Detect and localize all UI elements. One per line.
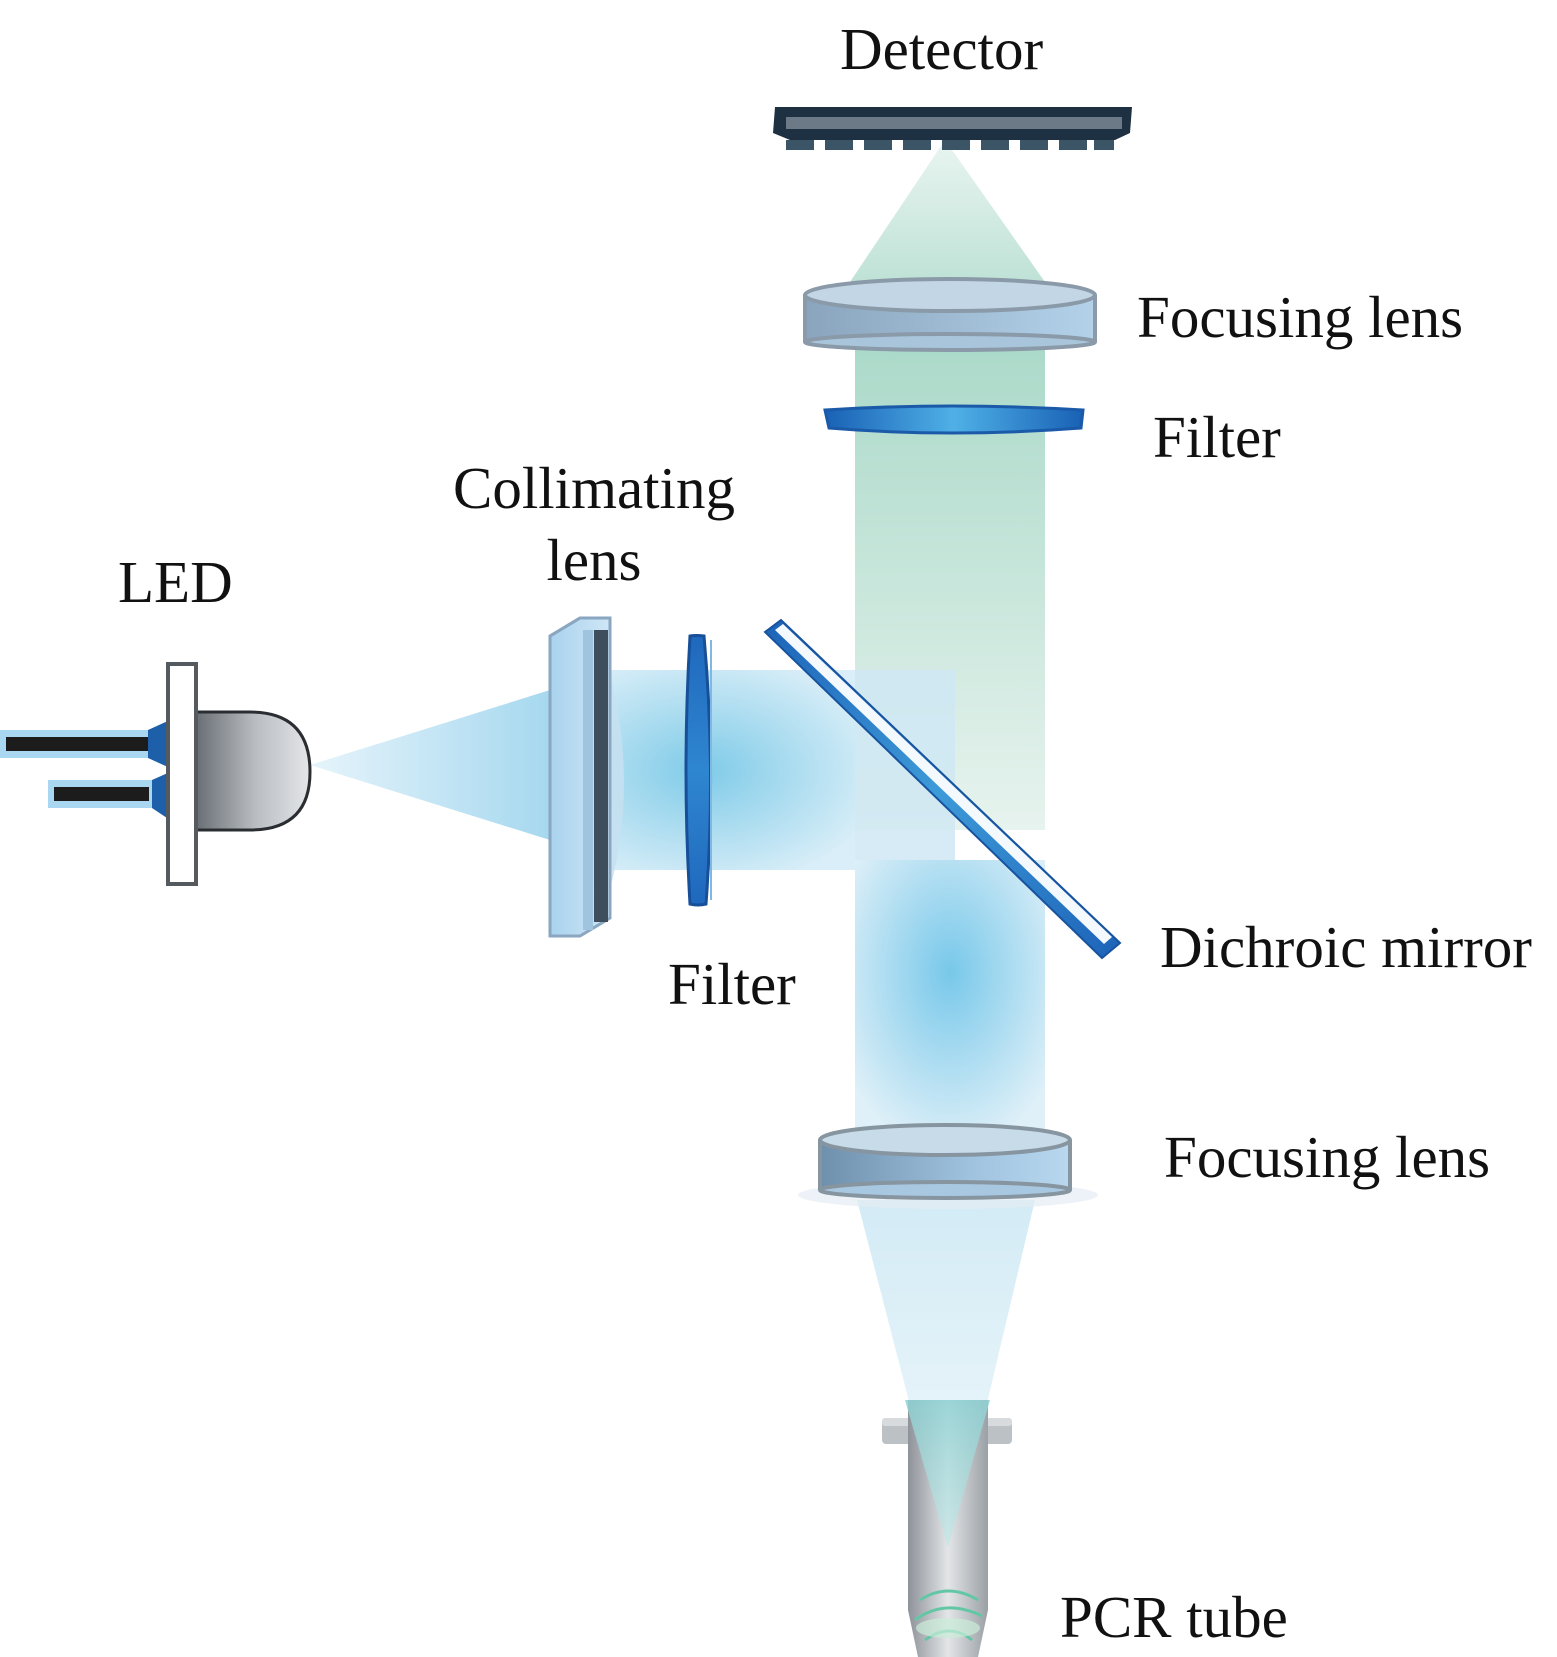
focusing-lens-bottom xyxy=(798,1123,1098,1209)
filter-left xyxy=(684,634,713,907)
focusing-lens-top-label: Focusing lens xyxy=(1137,284,1464,350)
led-icon xyxy=(0,662,312,886)
collimating-lens-label: Collimating lens xyxy=(432,452,756,596)
filter-left-label: Filter xyxy=(668,951,796,1017)
detector-label: Detector xyxy=(840,16,1044,82)
dichroic-mirror xyxy=(763,618,1122,960)
collimating-lens-label-line2: lens xyxy=(546,527,642,593)
led-label: LED xyxy=(118,549,233,615)
filter-top-label: Filter xyxy=(1153,404,1281,470)
dichroic-mirror-label: Dichroic mirror xyxy=(1160,914,1532,980)
focusing-lens-bottom-label: Focusing lens xyxy=(1164,1124,1491,1190)
detector-array-icon xyxy=(773,107,1132,150)
collimating-lens xyxy=(548,616,624,938)
pcr-tube-icon xyxy=(882,1400,1012,1657)
collimating-lens-label-line1: Collimating xyxy=(453,455,735,521)
filter-top xyxy=(823,404,1085,435)
pcr-tube-label: PCR tube xyxy=(1060,1584,1288,1650)
focusing-lens-top xyxy=(803,277,1097,352)
